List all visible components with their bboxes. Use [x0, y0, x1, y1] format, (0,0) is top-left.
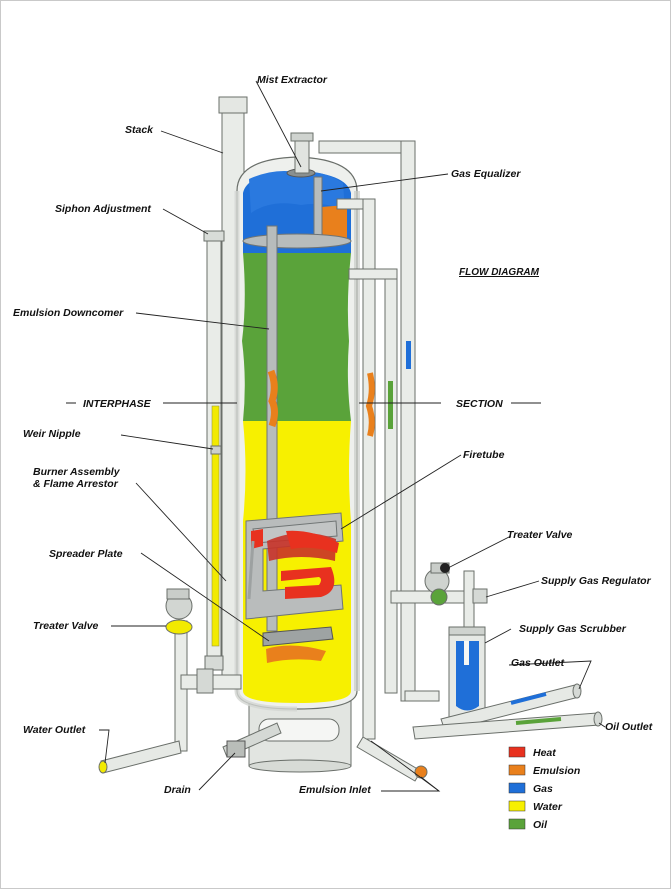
interphase-label: INTERPHASE — [83, 398, 152, 410]
diagram-title: FLOW DIAGRAM — [459, 267, 540, 278]
emulsion-downcomer — [242, 225, 352, 632]
spreader-plate — [262, 626, 334, 663]
legend-label-oil: Oil — [533, 819, 548, 831]
firetube — [245, 512, 344, 620]
legend-swatch-oil — [508, 818, 526, 830]
legend-label-emulsion: Emulsion — [533, 765, 580, 777]
label-supply-gas-regulator: Supply Gas Regulator — [541, 575, 652, 587]
water-outlet-pipe — [98, 740, 182, 774]
section-label: SECTION — [456, 398, 503, 410]
legend-label-water: Water — [533, 801, 563, 813]
label-weir-nipple: Weir Nipple — [23, 428, 81, 440]
legend-label-gas: Gas — [533, 783, 553, 795]
mist-extractor — [286, 132, 316, 178]
label-oil-outlet: Oil Outlet — [605, 721, 653, 733]
label-stack: Stack — [125, 124, 154, 136]
legend-swatch-water — [508, 800, 526, 812]
label-mist-extractor: Mist Extractor — [257, 74, 328, 86]
leader-lines — [99, 80, 606, 792]
legend-swatch-emulsion — [508, 764, 526, 776]
legend-swatch-gas — [508, 782, 526, 794]
label-supply-gas-scrubber: Supply Gas Scrubber — [519, 623, 627, 635]
treater-valve-right — [390, 562, 488, 632]
label-gas-outlet: Gas Outlet — [511, 657, 565, 669]
label-drain: Drain — [164, 784, 191, 796]
label-water-outlet: Water Outlet — [23, 724, 86, 736]
label-flame-arrestor: & Flame Arrestor — [33, 478, 119, 490]
supply-gas-scrubber — [448, 626, 486, 724]
drain-pipe — [222, 722, 282, 758]
gas-vent-piping — [318, 140, 416, 740]
label-burner-assembly: Burner Assembly — [33, 466, 121, 478]
gas-outlet-pipe — [440, 683, 582, 732]
treater-valve-left — [165, 588, 242, 752]
siphon-tube — [203, 230, 225, 671]
label-firetube: Firetube — [463, 449, 505, 461]
label-spreader-plate: Spreader Plate — [49, 548, 123, 560]
treater-vessel — [234, 156, 360, 773]
label-emulsion-inlet: Emulsion Inlet — [299, 784, 371, 796]
legend-swatch-heat — [508, 746, 526, 758]
legend-label-heat: Heat — [533, 747, 556, 759]
label-gas-equalizer: Gas Equalizer — [451, 168, 521, 180]
oil-outlet-pipe — [412, 711, 603, 740]
label-treater-valve-left: Treater Valve — [33, 620, 99, 632]
emulsion-inlet-pipe — [356, 690, 440, 782]
label-treater-valve-right: Treater Valve — [507, 529, 573, 541]
label-siphon-adjustment: Siphon Adjustment — [55, 203, 151, 215]
label-emulsion-downcomer: Emulsion Downcomer — [13, 307, 124, 319]
